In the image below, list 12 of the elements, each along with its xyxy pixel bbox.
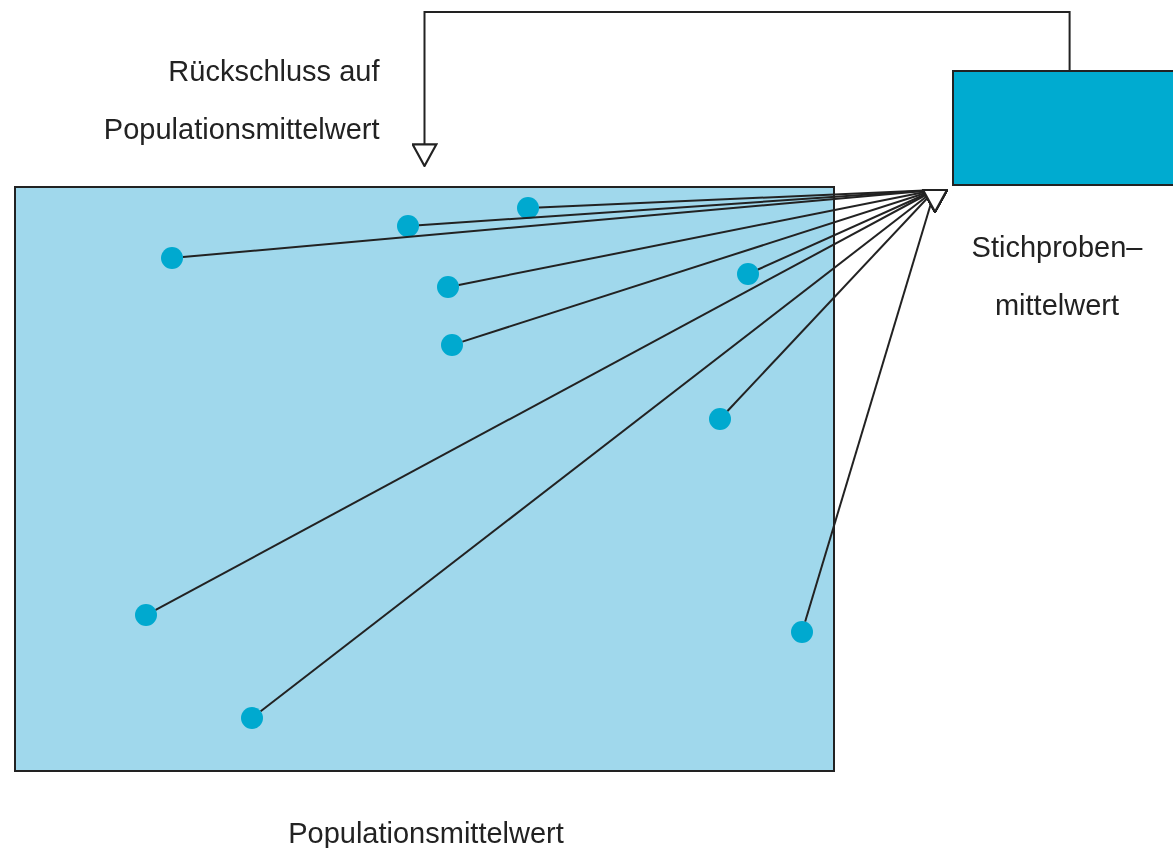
sample-dot	[709, 408, 731, 430]
sample-dot	[437, 276, 459, 298]
sample-dot	[397, 215, 419, 237]
sample-dot	[441, 334, 463, 356]
sample-dot	[737, 263, 759, 285]
node-caption: Stichproben– mittelwert	[970, 230, 1144, 323]
feedback-arrow	[411, 11, 1071, 168]
sample-dot	[135, 604, 157, 626]
sample-dot	[791, 621, 813, 643]
sample-dot	[161, 247, 183, 269]
sample-dot	[241, 707, 263, 729]
sample-dot	[517, 197, 539, 219]
